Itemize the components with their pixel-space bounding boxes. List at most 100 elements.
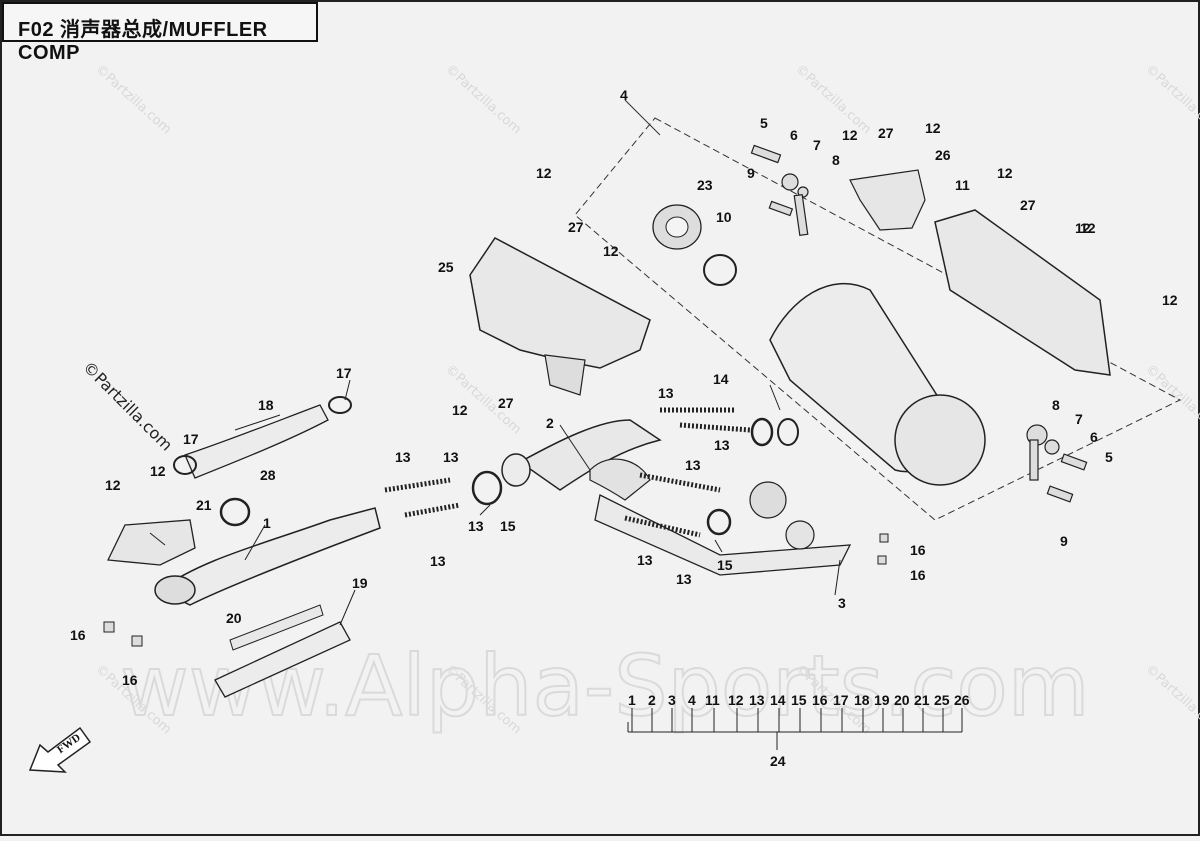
kit-label: 11 bbox=[705, 692, 720, 708]
kit-label: 18 bbox=[854, 692, 870, 708]
callout-25: 25 bbox=[438, 259, 454, 275]
callout-14: 14 bbox=[713, 371, 729, 387]
callout-27: 27 bbox=[878, 125, 894, 141]
muffler-end-cap bbox=[894, 394, 986, 486]
kit-label: 1 bbox=[628, 692, 636, 708]
kit-label: 3 bbox=[668, 692, 676, 708]
callout-12: 12 bbox=[536, 165, 552, 181]
callout-6: 6 bbox=[1090, 429, 1098, 445]
header-flange bbox=[154, 575, 196, 605]
pipe-18 bbox=[184, 404, 329, 479]
page-title: F02 消声器总成/MUFFLER COMP bbox=[18, 19, 268, 64]
sleeve-19 bbox=[214, 621, 351, 698]
callout-13: 13 bbox=[685, 457, 701, 473]
heat-shield-11 bbox=[934, 209, 1111, 376]
mid-pipe-2-bend bbox=[589, 458, 651, 501]
callout-27: 27 bbox=[1020, 197, 1036, 213]
callout-16: 16 bbox=[122, 672, 138, 688]
callout-6: 6 bbox=[790, 127, 798, 143]
kit-label: 12 bbox=[728, 692, 744, 708]
callout-16: 16 bbox=[70, 627, 86, 643]
kit-label: 4 bbox=[688, 692, 696, 708]
watermark-dark: ©Partzilla.com bbox=[79, 357, 176, 454]
alpha-sports-watermark: www.Alpha-Sports.com bbox=[120, 637, 1090, 735]
gasket-10 bbox=[703, 254, 737, 286]
sleeve bbox=[501, 453, 531, 487]
callout-15: 15 bbox=[500, 518, 516, 534]
flange-pipe-3 bbox=[749, 481, 787, 519]
bolt-set-right bbox=[1026, 424, 1088, 503]
callout-10: 10 bbox=[716, 209, 732, 225]
callout-9: 9 bbox=[1060, 533, 1068, 549]
pipe-3 bbox=[594, 494, 852, 576]
heat-shield-21 bbox=[107, 519, 196, 566]
callout-13: 13 bbox=[637, 552, 653, 568]
callout-9: 9 bbox=[747, 165, 755, 181]
callout-12: 12 bbox=[1162, 292, 1178, 308]
callout-20: 20 bbox=[226, 610, 242, 626]
callout-15: 15 bbox=[717, 557, 733, 573]
callout-12: 12 bbox=[1075, 220, 1091, 236]
fwd-arrow-icon: FWD bbox=[28, 726, 92, 773]
callout-24: 24 bbox=[770, 753, 786, 769]
callout-3: 3 bbox=[838, 595, 846, 611]
kit-label: 15 bbox=[791, 692, 807, 708]
kit-label: 20 bbox=[894, 692, 910, 708]
kit-label: 14 bbox=[770, 692, 786, 708]
leader-lines bbox=[149, 379, 962, 750]
callout-27: 27 bbox=[568, 219, 584, 235]
callout-13: 13 bbox=[395, 449, 411, 465]
kit-label: 2 bbox=[648, 692, 656, 708]
callout-7: 7 bbox=[813, 137, 821, 153]
gasket-14-2 bbox=[777, 418, 799, 446]
callout-12: 12 bbox=[997, 165, 1013, 181]
title-box: F02 消声器总成/MUFFLER COMP bbox=[2, 2, 318, 64]
kit-label: 21 bbox=[914, 692, 930, 708]
callout-12: 12 bbox=[105, 477, 121, 493]
gasket-28 bbox=[219, 497, 251, 527]
callout-27: 27 bbox=[498, 395, 514, 411]
callout-12: 12 bbox=[452, 402, 468, 418]
callout-26: 26 bbox=[935, 147, 951, 163]
callout-8: 8 bbox=[1052, 397, 1060, 413]
callout-13: 13 bbox=[468, 518, 484, 534]
mid-pipe-2 bbox=[518, 419, 662, 491]
watermark: ©Partzilla.com bbox=[92, 62, 174, 138]
clamp-17-top bbox=[328, 396, 352, 414]
callout-5: 5 bbox=[1105, 449, 1113, 465]
clamp-17-left bbox=[173, 455, 197, 475]
callout-8: 8 bbox=[832, 152, 840, 168]
callout-19: 19 bbox=[352, 575, 368, 591]
kit-label: 25 bbox=[934, 692, 950, 708]
header-pipe-1 bbox=[158, 507, 381, 606]
kit-label: 13 bbox=[749, 692, 765, 708]
callout-2: 2 bbox=[546, 415, 554, 431]
watermark: ©Partzilla.com bbox=[1142, 662, 1200, 738]
callout-16: 16 bbox=[910, 542, 926, 558]
heat-shield-26 bbox=[849, 169, 926, 231]
springs-13 bbox=[384, 407, 751, 538]
callout-18: 18 bbox=[258, 397, 274, 413]
gasket-14 bbox=[750, 417, 774, 447]
callout-11: 11 bbox=[955, 177, 970, 193]
kit-bar-labels: 1 2 3 4 11 12 13 14 15 16 17 18 19 20 21… bbox=[628, 692, 970, 708]
pipe-3-outlet bbox=[785, 520, 815, 550]
callout-12: 12 bbox=[1080, 220, 1096, 236]
callout-labels: 1 2 3 4 5 5 6 6 7 7 8 8 9 9 10 11 12 12 … bbox=[70, 87, 1178, 769]
callout-13: 13 bbox=[658, 385, 674, 401]
callout-13: 13 bbox=[430, 553, 446, 569]
callout-13: 13 bbox=[676, 571, 692, 587]
callout-17: 17 bbox=[336, 365, 352, 381]
bolt-set-upper bbox=[750, 144, 809, 237]
gasket-15-left bbox=[471, 470, 503, 506]
nuts-16 bbox=[103, 533, 889, 647]
callout-7: 7 bbox=[1075, 411, 1083, 427]
watermark: ©Partzilla.com bbox=[1142, 362, 1200, 438]
strip-20 bbox=[229, 604, 324, 651]
callout-28: 28 bbox=[260, 467, 276, 483]
kit-label: 19 bbox=[874, 692, 890, 708]
callout-4: 4 bbox=[620, 87, 628, 103]
